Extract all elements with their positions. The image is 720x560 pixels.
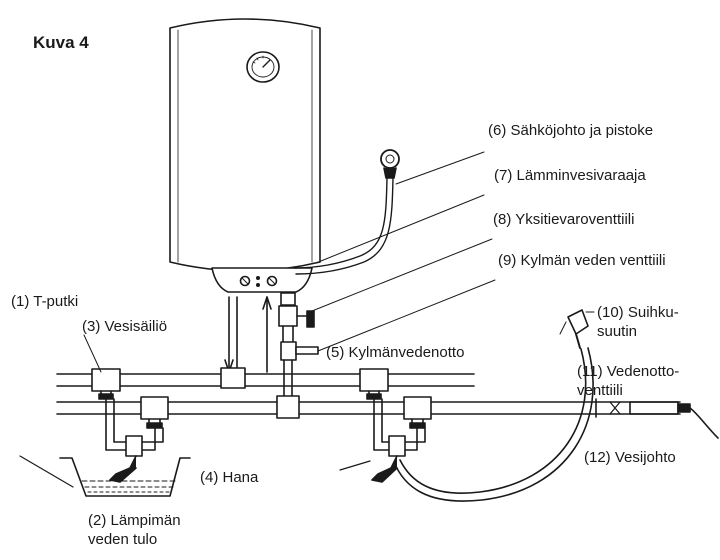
label-yksitievaroventtiili: (8) Yksitievaroventtiili	[493, 211, 635, 228]
label-lampiman-line1: (2) Lämpimän	[88, 512, 181, 529]
label-vedenotto-line1: (11) Vedenotto-	[577, 363, 680, 380]
water-heater-tank	[170, 19, 320, 271]
shower-head-icon	[560, 310, 588, 348]
label-lamminvesivaraaja: (7) Lämminvesivaraaja	[494, 167, 646, 184]
label-vesijohto: (12) Vesijohto	[584, 449, 676, 466]
label-hana: (4) Hana	[200, 469, 259, 486]
hot-water-pipe	[57, 374, 474, 386]
faucet-left	[106, 399, 163, 482]
label-vesisailio: (3) Vesisäiliö	[82, 318, 168, 335]
label-lampiman-line2: veden tulo	[88, 531, 158, 548]
wash-basin	[20, 456, 190, 496]
figure-title: Kuva 4	[33, 34, 89, 51]
label-t-putki: (1) T-putki	[11, 293, 79, 310]
hot-pipe-tee	[221, 368, 245, 388]
label-vedenotto-line2: venttiili	[577, 382, 623, 399]
t-pipe-fitting	[360, 369, 388, 399]
cold-water-inlet-arrow	[263, 297, 271, 372]
label-kylmanvedenotto: (5) Kylmänvedenotto	[326, 344, 465, 361]
label-suihku-line2: suutin	[597, 323, 638, 340]
t-pipe-fitting	[92, 369, 120, 399]
label-sahkojohto: (6) Sähköjohto ja pistoke	[488, 122, 654, 139]
cold-water-valve	[281, 342, 318, 400]
control-housing	[212, 268, 312, 292]
one-way-safety-valve	[279, 293, 314, 342]
t-pipe-fitting	[141, 397, 168, 428]
thermometer-gauge-icon	[247, 52, 279, 82]
t-pipe-fitting	[404, 397, 431, 428]
hot-water-outlet-arrow	[225, 297, 237, 372]
cold-pipe-tee	[277, 396, 299, 418]
shut-off-valve	[596, 399, 620, 417]
shower-hose	[394, 348, 593, 501]
power-plug-icon	[381, 150, 399, 178]
label-kylman-veden-venttiili: (9) Kylmän veden venttiili	[498, 252, 666, 269]
label-suihku-line1: (10) Suihku-	[597, 304, 679, 321]
water-supply-line	[630, 402, 718, 438]
faucet-right	[340, 399, 425, 482]
leader-lines	[84, 152, 594, 372]
power-cord	[294, 178, 393, 274]
figure-title-text: Kuva 4	[33, 33, 89, 52]
